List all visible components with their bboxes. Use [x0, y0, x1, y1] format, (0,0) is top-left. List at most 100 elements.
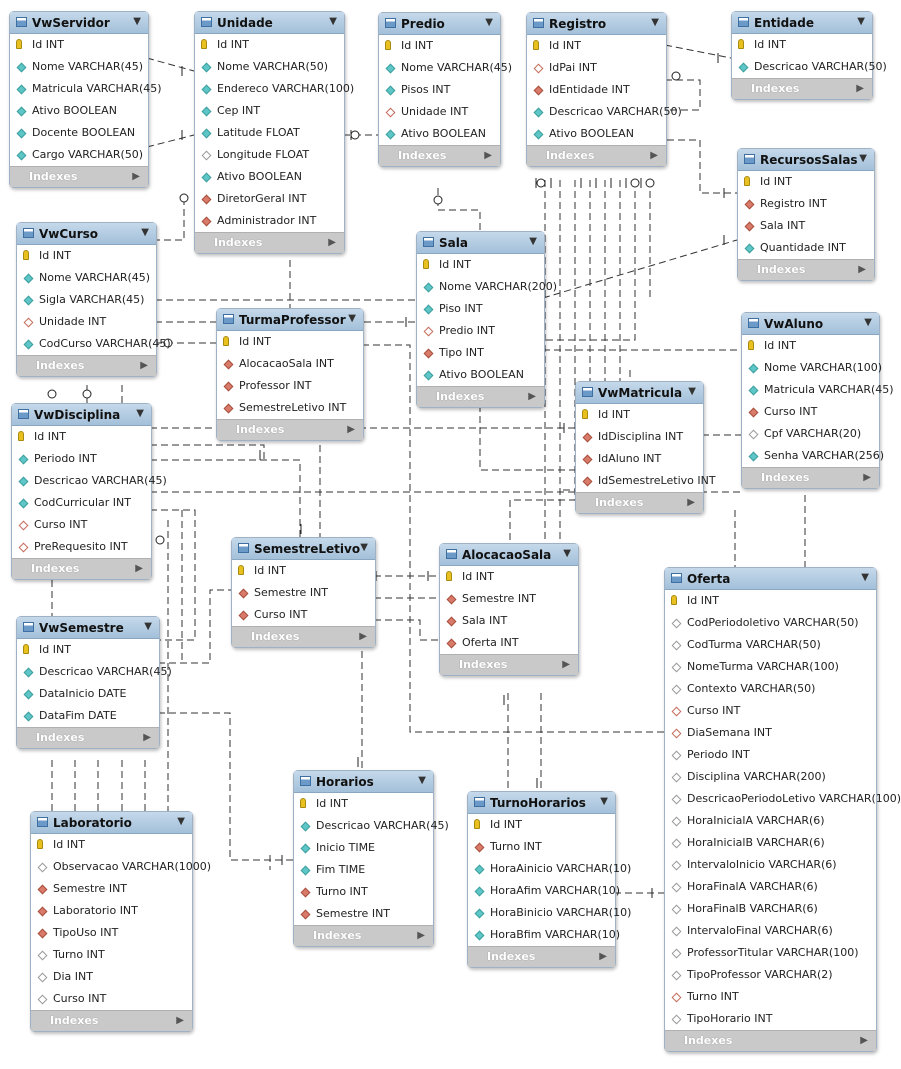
column-row[interactable]: Ativo BOOLEAN	[417, 364, 544, 386]
column-row[interactable]: Predio INT	[417, 320, 544, 342]
relationship-line[interactable]	[645, 139, 737, 194]
column-row[interactable]: Id INT	[195, 34, 344, 56]
expand-arrow-icon[interactable]: ▶	[528, 391, 536, 402]
indexes-section[interactable]: Indexes▶	[665, 1030, 876, 1051]
column-row[interactable]: Curso INT	[742, 401, 879, 423]
expand-arrow-icon[interactable]: ▶	[176, 1015, 184, 1026]
column-row[interactable]: Oferta INT	[440, 632, 578, 654]
column-row[interactable]: Semestre INT	[440, 588, 578, 610]
table-header[interactable]: VwSemestre▼	[17, 617, 159, 639]
column-row[interactable]: IdPai INT	[527, 57, 666, 79]
column-row[interactable]: SemestreLetivo INT	[217, 397, 363, 419]
collapse-arrow-icon[interactable]: ▼	[651, 17, 659, 28]
relationship-line[interactable]	[437, 188, 481, 231]
relationship-line[interactable]	[479, 180, 606, 471]
column-row[interactable]: NomeTurma VARCHAR(100)	[665, 656, 876, 678]
expand-arrow-icon[interactable]: ▶	[135, 563, 143, 574]
collapse-arrow-icon[interactable]: ▼	[418, 775, 426, 786]
collapse-arrow-icon[interactable]: ▼	[600, 796, 608, 807]
collapse-arrow-icon[interactable]: ▼	[177, 816, 185, 827]
indexes-section[interactable]: Indexes▶	[527, 145, 666, 166]
column-row[interactable]: HoraInicialB VARCHAR(6)	[665, 832, 876, 854]
column-row[interactable]: CodTurma VARCHAR(50)	[665, 634, 876, 656]
column-row[interactable]: Descricao VARCHAR(45)	[17, 661, 172, 683]
expand-arrow-icon[interactable]: ▶	[599, 951, 607, 962]
collapse-arrow-icon[interactable]: ▼	[864, 317, 872, 328]
column-row[interactable]: IdSemestreLetivo INT	[576, 470, 716, 492]
column-row[interactable]: Latitude FLOAT	[195, 122, 344, 144]
expand-arrow-icon[interactable]: ▶	[347, 424, 355, 435]
indexes-section[interactable]: Indexes▶	[440, 654, 578, 675]
column-row[interactable]: Docente BOOLEAN	[10, 122, 148, 144]
column-row[interactable]: Id INT	[379, 35, 500, 57]
column-row[interactable]: HoraFinalA VARCHAR(6)	[665, 876, 876, 898]
expand-arrow-icon[interactable]: ▶	[143, 732, 151, 743]
collapse-arrow-icon[interactable]: ▼	[857, 16, 865, 27]
table-header[interactable]: Horarios▼	[294, 771, 433, 793]
column-row[interactable]: Contexto VARCHAR(50)	[665, 678, 876, 700]
column-row[interactable]: Descricao VARCHAR(50)	[732, 56, 887, 78]
column-row[interactable]: Registro INT	[738, 193, 874, 215]
column-row[interactable]: Nome VARCHAR(45)	[379, 57, 512, 79]
column-row[interactable]: IdDisciplina INT	[576, 426, 703, 448]
collapse-arrow-icon[interactable]: ▼	[861, 572, 869, 583]
relationship-line[interactable]	[665, 79, 701, 111]
column-row[interactable]: Piso INT	[417, 298, 544, 320]
table-header[interactable]: Laboratorio▼	[31, 812, 192, 834]
relationship-line[interactable]	[374, 619, 439, 641]
column-row[interactable]: Id INT	[742, 335, 879, 357]
column-row[interactable]: Dia INT	[31, 966, 192, 988]
indexes-section[interactable]: Indexes▶	[10, 166, 148, 187]
column-row[interactable]: Periodo INT	[12, 448, 151, 470]
table-header[interactable]: VwCurso▼	[17, 223, 156, 245]
column-row[interactable]: Curso INT	[31, 988, 192, 1010]
column-row[interactable]: Ativo BOOLEAN	[195, 166, 344, 188]
table-header[interactable]: Unidade▼	[195, 12, 344, 34]
table-header[interactable]: Oferta▼	[665, 568, 876, 590]
indexes-section[interactable]: Indexes▶	[576, 492, 703, 513]
relationship-line[interactable]	[150, 459, 301, 537]
column-row[interactable]: CodCurricular INT	[12, 492, 151, 514]
column-row[interactable]: Id INT	[576, 404, 703, 426]
column-row[interactable]: Semestre INT	[31, 878, 192, 900]
relationship-line[interactable]	[362, 344, 664, 733]
collapse-arrow-icon[interactable]: ▼	[360, 542, 368, 553]
column-row[interactable]: Senha VARCHAR(256)	[742, 445, 884, 467]
table-header[interactable]: Registro▼	[527, 13, 666, 35]
table-header[interactable]: TurnoHorarios▼	[468, 792, 615, 814]
column-row[interactable]: DataFim DATE	[17, 705, 159, 727]
collapse-arrow-icon[interactable]: ▼	[133, 16, 141, 27]
column-row[interactable]: Tipo INT	[417, 342, 544, 364]
expand-arrow-icon[interactable]: ▶	[417, 930, 425, 941]
column-row[interactable]: Longitude FLOAT	[195, 144, 344, 166]
column-row[interactable]: Semestre INT	[294, 903, 433, 925]
column-row[interactable]: Id INT	[665, 590, 876, 612]
collapse-arrow-icon[interactable]: ▼	[141, 227, 149, 238]
column-row[interactable]: Laboratorio INT	[31, 900, 192, 922]
expand-arrow-icon[interactable]: ▶	[687, 497, 695, 508]
column-row[interactable]: Cpf VARCHAR(20)	[742, 423, 879, 445]
column-row[interactable]: Disciplina VARCHAR(200)	[665, 766, 876, 788]
indexes-section[interactable]: Indexes▶	[294, 925, 433, 946]
column-row[interactable]: Id INT	[738, 171, 874, 193]
table-header[interactable]: VwServidor▼	[10, 12, 148, 34]
column-row[interactable]: HoraBinicio VARCHAR(10)	[468, 902, 631, 924]
expand-arrow-icon[interactable]: ▶	[858, 264, 866, 275]
column-row[interactable]: HoraFinalB VARCHAR(6)	[665, 898, 876, 920]
expand-arrow-icon[interactable]: ▶	[863, 472, 871, 483]
column-row[interactable]: Descricao VARCHAR(50)	[527, 101, 682, 123]
collapse-arrow-icon[interactable]: ▼	[136, 408, 144, 419]
collapse-arrow-icon[interactable]: ▼	[529, 236, 537, 247]
column-row[interactable]: Ativo BOOLEAN	[10, 100, 148, 122]
relationship-line[interactable]	[150, 444, 265, 460]
column-row[interactable]: Sala INT	[738, 215, 874, 237]
collapse-arrow-icon[interactable]: ▼	[563, 548, 571, 559]
column-row[interactable]: DiretorGeral INT	[195, 188, 344, 210]
indexes-section[interactable]: Indexes▶	[17, 727, 159, 748]
indexes-section[interactable]: Indexes▶	[417, 386, 544, 407]
table-header[interactable]: RecursosSalas▼	[738, 149, 874, 171]
